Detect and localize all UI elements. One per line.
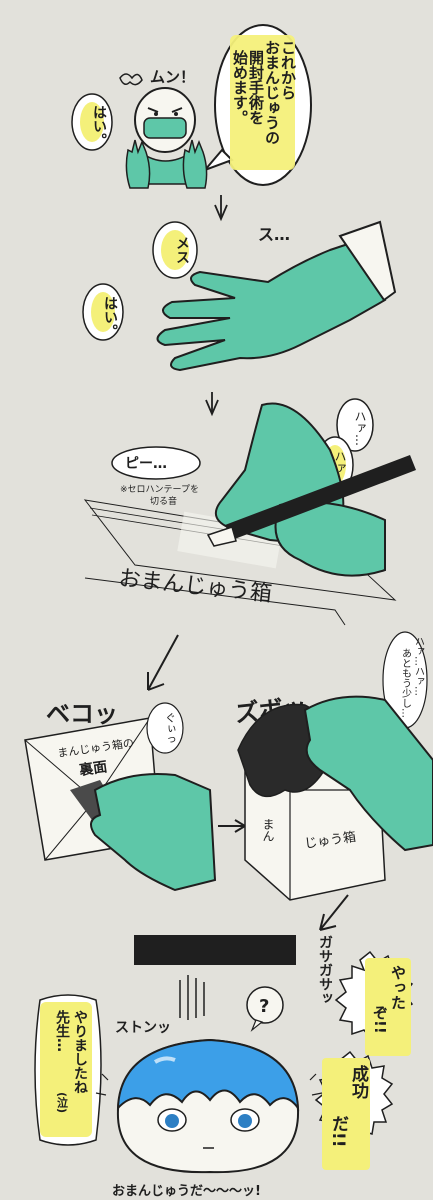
right-glove-raised <box>182 139 208 189</box>
box-back-line-2: 裏面 <box>77 758 108 779</box>
left-glove-raised <box>125 139 151 189</box>
surgical-mask <box>143 117 187 139</box>
arrow-down-icon-2 <box>205 399 219 417</box>
sfx-gui: ぐぃっ <box>164 712 177 745</box>
sleeve-cuff <box>338 220 397 302</box>
scalpel-blade <box>206 526 237 547</box>
arrow-left-down-icon <box>147 634 179 691</box>
yarimashita-line-1: やりましたね <box>72 1010 88 1094</box>
arrow-down-icon <box>214 204 228 222</box>
yatta-burst-bubble: やった ぞ!! <box>334 950 414 1056</box>
seikou-line-2: だ!! <box>328 1115 348 1148</box>
reply-hai-text-1: はい。 <box>91 105 107 147</box>
scalpel-handle <box>225 455 416 540</box>
sfx-pii-bubble: ピー… <box>111 446 201 480</box>
reply-bubble-hai-1: はい。 <box>71 93 113 151</box>
reply-bubble-hai-2: はい。 <box>82 283 124 341</box>
yarimashita-line-2: 先生… <box>54 1009 70 1052</box>
yatta-line-1: やった <box>389 965 407 1010</box>
panel-intro: これから おまんじゅうの 開封手術を 始めます。 ムン！ <box>71 24 312 222</box>
huff-sfx: ムン！ <box>150 68 195 86</box>
sfx-pii: ピー… <box>125 456 167 472</box>
sfx-gui-bubble: ぐぃっ <box>146 702 184 754</box>
box-side-left: まん <box>261 818 275 842</box>
doctor-character <box>125 87 208 189</box>
arrow-left-down-icon-2 <box>319 894 349 931</box>
doctor-speech-bubble: これから おまんじゅうの 開封手術を 始めます。 <box>201 24 312 186</box>
panel-opening: ベコッ まんじゅう箱の 裏面 ぐぃっ ズボッ ハァ…ハァ… あともう少し… まん <box>24 631 433 931</box>
hand-with-scalpel <box>206 402 416 577</box>
speech-line-1: これから <box>279 40 297 100</box>
whisper-bubble: ハァ…ハァ… あともう少し… <box>382 631 428 729</box>
whisper-line-2: あともう少し… <box>400 648 412 718</box>
arrow-right-icon <box>218 819 246 833</box>
sfx-bekoh: ベコッ <box>46 700 118 728</box>
sfx-gasagasa: ガサガサッ <box>317 935 333 1005</box>
call-bubble-mesu: メス <box>152 221 198 279</box>
finale-caption: おまんじゅうだ〜〜〜ッ! <box>112 1184 261 1199</box>
yatta-line-2: ぞ!! <box>371 1005 389 1034</box>
censor-bar <box>134 935 296 965</box>
reply-hai-text-2: はい。 <box>102 296 118 338</box>
speech-line-4: 始めます。 <box>231 49 249 125</box>
question-bubble: ? <box>246 986 284 1032</box>
tape-note-line-1: ※セロハンテープを <box>120 484 199 495</box>
hand-pressing-box <box>90 773 217 892</box>
manju-character <box>95 1038 323 1174</box>
manju-blue-hair <box>116 1038 300 1112</box>
drop-lines <box>179 975 205 1020</box>
sfx-suton: ストンッ <box>115 1020 171 1036</box>
breath-text-1: ハァ… <box>353 410 367 446</box>
panel-finale: ガサガサッ ストンッ ? やった ぞ!! 成功 だ!! <box>34 935 414 1199</box>
yarimashita-bubble: やりましたね 先生… (泣) <box>34 994 102 1146</box>
whisper-line-1: ハァ…ハァ… <box>413 636 425 696</box>
sfx-su: ス… <box>258 225 290 244</box>
seikou-burst-bubble: 成功 だ!! <box>314 1050 394 1170</box>
tape-note-line-2: 切る音 <box>150 495 177 507</box>
panel-scalpel: ス… メス はい。 <box>82 220 397 417</box>
box-label: おまんじゅう箱 <box>117 566 273 607</box>
speech-line-2: おまんじゅうの <box>263 40 281 145</box>
box-side-right: じゅう箱 <box>303 829 357 852</box>
panel-cutting: ピー… ※セロハンテープを 切る音 ハァ… ハァ… おまんじゅう箱 <box>83 398 416 691</box>
question-mark: ? <box>259 996 269 1017</box>
call-mesu-text: メス <box>174 236 190 264</box>
hand-pulling-bag <box>303 695 433 852</box>
speech-line-3: 開封手術を <box>247 50 265 125</box>
doctor-speech-text: これから おまんじゅうの 開封手術を 始めます。 <box>231 40 297 145</box>
seikou-line-1: 成功 <box>348 1064 369 1099</box>
yarimashita-line-3: (泣) <box>56 1092 69 1113</box>
open-glove-hand <box>156 220 397 372</box>
breath-bubble-1: ハァ… <box>336 398 374 452</box>
steam-puff-icon <box>119 73 143 86</box>
